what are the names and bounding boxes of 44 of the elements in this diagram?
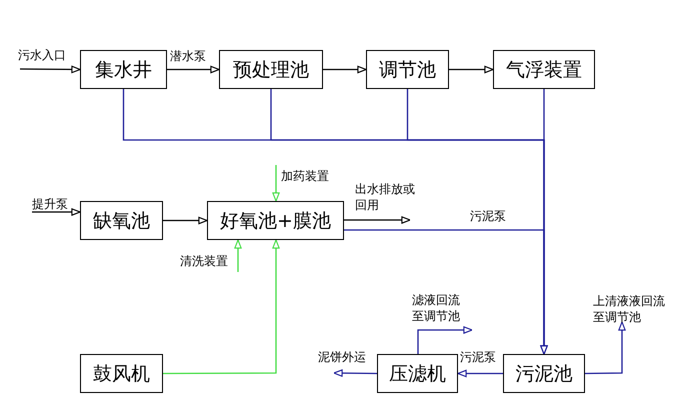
process-box <box>503 354 585 393</box>
edge-label: 潜水泵 <box>170 48 207 64</box>
arrow <box>163 216 208 224</box>
arrow <box>457 370 503 378</box>
arrow <box>449 66 494 74</box>
arrow <box>333 369 377 377</box>
edge-label: 滤液回流至调节池 <box>412 292 461 324</box>
box-label: 压滤机 <box>389 362 446 386</box>
arrow <box>163 239 280 374</box>
box-label: 鼓风机 <box>93 362 150 386</box>
box-label: 缺氧池 <box>93 208 150 234</box>
arrow <box>344 229 548 355</box>
process-box <box>80 50 167 89</box>
edge-label: 上清液液回流至调节池 <box>593 293 665 325</box>
edge-label: 污泥泵 <box>470 208 507 224</box>
process-box <box>219 50 323 89</box>
arrow <box>20 66 81 74</box>
edge-label: 污水入口 <box>18 47 67 63</box>
process-box <box>80 354 163 393</box>
arrow <box>167 66 220 74</box>
process-box <box>377 354 458 393</box>
edge-label: 泥饼外运 <box>318 349 367 365</box>
arrow <box>234 239 242 272</box>
process-box <box>80 201 163 240</box>
box-label: 好氧池+膜池 <box>220 208 331 234</box>
edge-label: 提升泵 <box>32 196 69 212</box>
edge-label: 加药装置 <box>281 168 330 184</box>
arrow <box>272 165 280 202</box>
process-box <box>493 50 595 89</box>
arrow <box>585 321 626 374</box>
process-box <box>366 50 449 89</box>
edge-label: 污泥泵 <box>460 349 497 365</box>
arrow <box>417 326 473 354</box>
box-label: 调节池 <box>379 58 436 82</box>
arrow <box>32 208 81 216</box>
box-label: 气浮装置 <box>506 58 582 82</box>
process-box <box>207 201 344 240</box>
box-label: 集水井 <box>95 58 152 82</box>
arrow <box>344 216 411 224</box>
arrow <box>323 66 367 74</box>
box-label: 预处理池 <box>233 58 309 82</box>
box-label: 污泥池 <box>516 362 572 386</box>
edge-label: 清洗装置 <box>180 253 229 269</box>
edge-label: 出水排放或回用 <box>355 181 415 213</box>
